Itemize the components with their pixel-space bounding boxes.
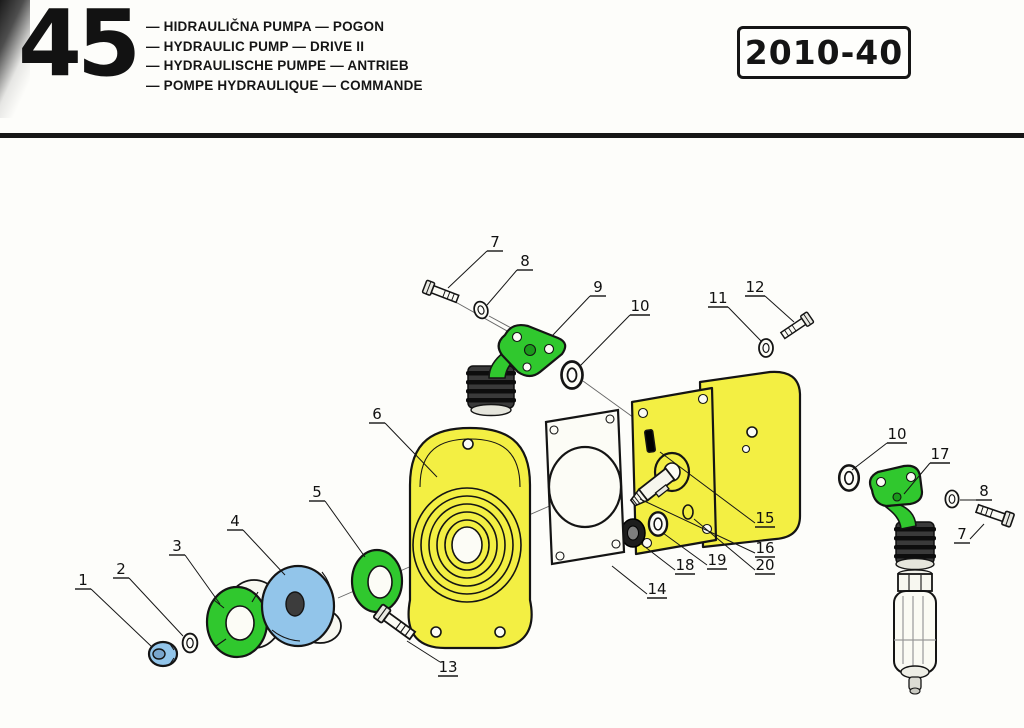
callout-11: 11 <box>708 289 763 343</box>
part-14-gasket <box>544 408 626 566</box>
part-12-bolt <box>778 311 815 342</box>
callout-label: 16 <box>755 539 774 557</box>
part-1-nut <box>147 640 179 668</box>
callout-4: 4 <box>227 512 286 576</box>
part-20-snap-ring <box>682 504 694 520</box>
header-rule <box>0 133 1024 138</box>
drive-key <box>644 429 656 453</box>
callout-5: 5 <box>309 483 366 558</box>
callout-label: 13 <box>438 658 457 676</box>
part-8b-washer <box>944 489 960 509</box>
title-block: — HIDRAULIČNA PUMPA — POGON — HYDRAULIC … <box>146 17 423 95</box>
callout-14: 14 <box>611 565 667 599</box>
callout-10b: 10 <box>851 425 907 471</box>
callout-15: 15 <box>659 451 775 528</box>
part-9-elbow-flange <box>488 323 567 379</box>
callout-label: 10 <box>630 297 649 315</box>
part-7b-bolt <box>974 501 1016 528</box>
callout-12: 12 <box>745 278 795 323</box>
part-4-coupling <box>260 564 342 648</box>
part-10b-washer <box>837 464 861 492</box>
callout-label: 15 <box>755 509 774 527</box>
callout-16: 16 <box>639 498 775 558</box>
part-17-elbow-flange <box>868 464 924 530</box>
part-8-washer <box>471 298 491 322</box>
callout-label: 10 <box>887 425 906 443</box>
suction-strainer <box>893 569 937 695</box>
callout-8: 8 <box>486 252 533 306</box>
part-6-front-cover <box>407 426 533 650</box>
callout-label: 18 <box>675 556 694 574</box>
title-line-en: — HYDRAULIC PUMP — DRIVE II <box>146 38 365 54</box>
callout-label: 3 <box>172 537 182 555</box>
catalog-number-box: 2010-40 <box>737 26 911 79</box>
part-10-washer <box>560 360 584 390</box>
part-5-seal-ring <box>350 548 404 614</box>
callout-6: 6 <box>369 405 438 478</box>
callout-label: 1 <box>78 571 88 589</box>
callout-label: 19 <box>707 551 726 569</box>
part-17-hose <box>894 521 936 571</box>
callout-9: 9 <box>551 278 606 337</box>
callout-8b: 8 <box>960 482 992 501</box>
callout-label: 2 <box>116 560 126 578</box>
part-19-washer <box>647 511 669 537</box>
callout-label: 7 <box>957 525 967 543</box>
callout-13: 13 <box>406 640 458 677</box>
title-line-de: — HYDRAULISCHE PUMPE — ANTRIEB <box>146 58 409 73</box>
part-7-bolt <box>421 279 461 306</box>
callout-3: 3 <box>169 537 221 605</box>
callout-label: 4 <box>230 512 240 530</box>
callout-label: 5 <box>312 483 322 501</box>
callout-2: 2 <box>113 560 184 637</box>
pump-front-plate <box>630 386 718 556</box>
callout-7b: 7 <box>954 523 985 544</box>
callout-label: 8 <box>520 252 530 270</box>
callout-label: 6 <box>372 405 382 423</box>
callout-10: 10 <box>579 297 650 367</box>
callout-label: 12 <box>745 278 764 296</box>
section-number: 45 <box>18 0 141 97</box>
scan-corner-smudge <box>0 0 30 118</box>
callout-label: 11 <box>708 289 727 307</box>
callout-label: 8 <box>979 482 989 500</box>
callout-label: 17 <box>930 445 949 463</box>
callout-17: 17 <box>903 445 950 495</box>
callout-19: 19 <box>662 532 727 570</box>
catalog-number: 2010-40 <box>744 33 904 72</box>
callout-1: 1 <box>75 571 153 648</box>
callout-20: 20 <box>693 518 775 575</box>
pump-shaft <box>629 467 676 507</box>
pump-body <box>698 370 802 549</box>
callout-18: 18 <box>639 542 695 575</box>
title-line-fr: — POMPE HYDRAULIQUE — COMMANDE <box>146 77 423 93</box>
callout-label: 14 <box>647 580 666 598</box>
callout-label: 20 <box>755 556 774 574</box>
part-2-washer <box>181 632 199 654</box>
callout-label: 9 <box>593 278 603 296</box>
callout-7: 7 <box>447 233 503 289</box>
callout-label: 7 <box>490 233 500 251</box>
title-line-hr: — HIDRAULIČNA PUMPA — POGON <box>146 19 385 34</box>
